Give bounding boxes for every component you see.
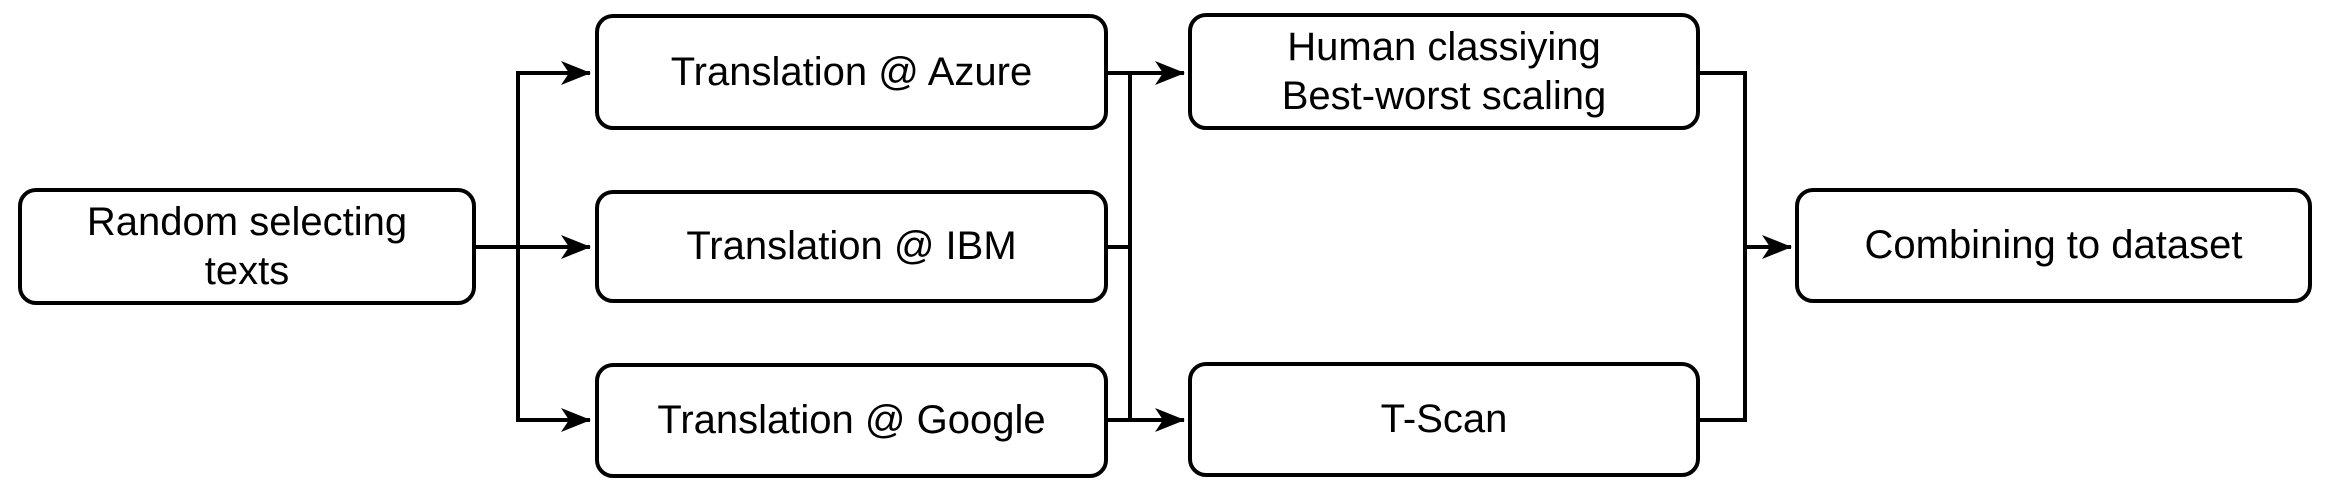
node-translation-ibm: Translation @ IBM bbox=[595, 190, 1108, 303]
node-human-classifying: Human classiying Best-worst scaling bbox=[1188, 13, 1700, 130]
node-label-translation-google: Translation @ Google bbox=[657, 398, 1046, 442]
edge-random-to-azure bbox=[476, 61, 591, 249]
node-label-combining-to-dataset: Combining to dataset bbox=[1864, 223, 2243, 267]
bracket-human-tscan bbox=[1700, 71, 1747, 422]
node-t-scan: T-Scan bbox=[1188, 362, 1700, 477]
edge-random-to-google bbox=[476, 245, 591, 432]
node-translation-azure: Translation @ Azure bbox=[595, 14, 1108, 130]
node-combining-to-dataset: Combining to dataset bbox=[1795, 188, 2312, 303]
node-translation-google: Translation @ Google bbox=[595, 363, 1108, 478]
node-label-translation-azure: Translation @ Azure bbox=[670, 49, 1033, 94]
node-random-selecting-texts: Random selecting texts bbox=[18, 188, 476, 305]
node-label-random-selecting-texts: Random selecting texts bbox=[86, 199, 408, 293]
node-label-t-scan: T-Scan bbox=[1380, 397, 1508, 441]
node-label-human-classifying: Human classiying Best-worst scaling bbox=[1281, 24, 1607, 118]
node-label-translation-ibm: Translation @ IBM bbox=[686, 224, 1017, 268]
